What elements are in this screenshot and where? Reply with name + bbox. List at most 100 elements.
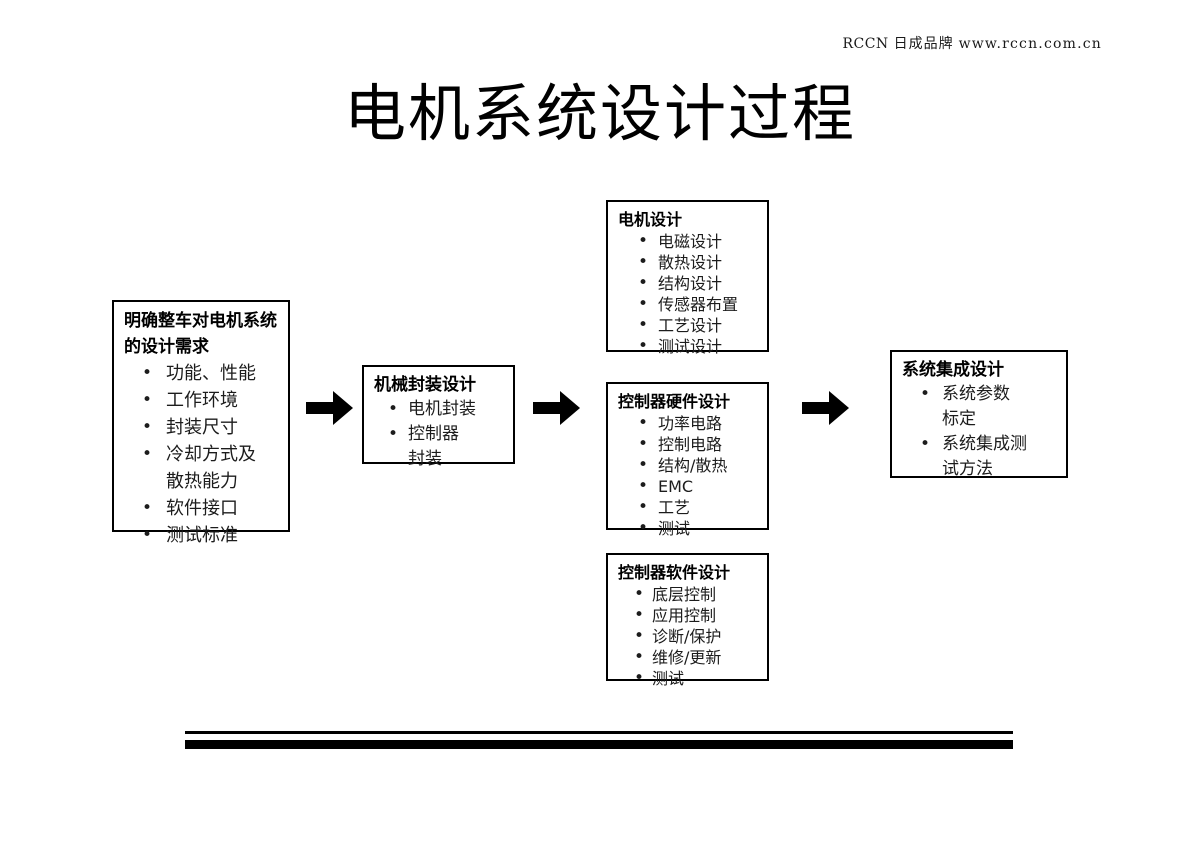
list-item-text: 传感器布置: [658, 295, 739, 314]
bullet-dot-icon: •: [638, 315, 649, 335]
flow-node-system-integration: 系统集成设计 • 系统参数 标定 • 系统集成测 试方法: [890, 350, 1068, 479]
arrow-right-icon-hardware-to-integration: [802, 391, 849, 425]
node-title: 明确整车对电机系统的设计需求: [124, 311, 277, 357]
bullet-dot-icon: •: [638, 252, 649, 272]
node-bullet-list: • 功率电路 • 控制电路 • 结构/散热 • EMC • 工艺 • 测试: [618, 413, 759, 539]
bullet-dot-icon: •: [142, 444, 153, 464]
list-item-text: 结构/散热: [658, 456, 728, 475]
arrow-head: [560, 391, 580, 425]
node-bullet-list: • 功能、性能 • 工作环境 • 封装尺寸 • 冷却方式及 散热能力 • 软件接…: [124, 360, 280, 549]
footer-divider-thin-line: [185, 731, 1013, 734]
list-item-text: 维修/更新: [652, 648, 722, 667]
list-item-text: 工艺: [658, 498, 691, 517]
list-item-text: 测试: [652, 669, 685, 688]
list-item: • EMC: [618, 476, 759, 497]
list-item-text: 控制器: [408, 424, 459, 444]
list-item-text: 工艺设计: [658, 316, 723, 335]
bullet-dot-icon: •: [142, 390, 153, 410]
bullet-dot-icon: •: [388, 424, 399, 444]
node-bullet-list: • 系统参数 标定 • 系统集成测 试方法: [902, 382, 1058, 482]
list-item-text: 测试: [658, 519, 691, 538]
list-item: • 工艺: [618, 497, 759, 518]
bullet-dot-icon: •: [638, 413, 649, 433]
node-title: 控制器硬件设计: [618, 392, 731, 411]
bullet-dot-icon: •: [638, 455, 649, 475]
flow-node-motor-design: 电机设计 • 电磁设计 • 散热设计 • 结构设计 • 传感器布置 • 工艺设计…: [606, 200, 769, 356]
list-item: • 底层控制: [618, 584, 759, 605]
node-title: 电机设计: [618, 210, 683, 229]
list-item: • 结构/散热: [618, 455, 759, 476]
bullet-dot-icon: •: [634, 668, 645, 688]
bullet-dot-icon: •: [142, 498, 153, 518]
list-item-text: 电磁设计: [658, 232, 723, 251]
list-item: • 电机封装: [374, 397, 505, 422]
list-item: • 测试: [618, 518, 759, 539]
arrow-shaft: [306, 402, 334, 414]
bullet-dot-icon: •: [634, 647, 645, 667]
list-item-text: 测试标准: [166, 525, 238, 546]
list-item-text: 冷却方式及: [166, 444, 256, 465]
list-item: • 诊断/保护: [618, 626, 759, 647]
list-item: • 控制器 封装: [374, 422, 505, 472]
arrow-right-icon-requirements-to-mechanical: [306, 391, 353, 425]
flow-node-controller-hardware: 控制器硬件设计 • 功率电路 • 控制电路 • 结构/散热 • EMC • 工艺…: [606, 382, 769, 538]
list-item: • 测试设计: [618, 336, 759, 357]
list-item-text: 软件接口: [166, 498, 238, 519]
list-item: • 结构设计: [618, 273, 759, 294]
flow-node-mechanical-packaging: 机械封装设计 • 电机封装 • 控制器 封装: [362, 365, 515, 469]
list-item: • 功率电路: [618, 413, 759, 434]
list-item-text: 测试设计: [658, 337, 723, 356]
list-item-text-continuation: 标定: [942, 409, 976, 429]
bullet-dot-icon: •: [142, 363, 153, 383]
list-item-text: EMC: [658, 477, 694, 496]
list-item-text: 工作环境: [166, 390, 238, 411]
node-title: 控制器软件设计: [618, 563, 731, 582]
brand-url: www.rccn.com.cn: [958, 36, 1102, 52]
list-item: • 工作环境: [124, 387, 280, 414]
bullet-dot-icon: •: [638, 336, 649, 356]
list-item-text: 系统集成测: [942, 434, 1027, 454]
list-item-text: 底层控制: [652, 585, 717, 604]
bullet-dot-icon: •: [142, 525, 153, 545]
bullet-dot-icon: •: [920, 384, 931, 404]
bullet-dot-icon: •: [638, 273, 649, 293]
list-item: • 封装尺寸: [124, 414, 280, 441]
node-bullet-list: • 电机封装 • 控制器 封装: [374, 397, 505, 472]
list-item: • 冷却方式及 散热能力: [124, 441, 280, 495]
arrow-head: [333, 391, 353, 425]
bullet-dot-icon: •: [638, 294, 649, 314]
list-item-text: 功率电路: [658, 414, 723, 433]
list-item: • 电磁设计: [618, 231, 759, 252]
bullet-dot-icon: •: [634, 626, 645, 646]
bullet-dot-icon: •: [638, 434, 649, 454]
bullet-dot-icon: •: [142, 417, 153, 437]
brand-header: RCCN 日成品牌 www.rccn.com.cn: [842, 33, 1102, 53]
list-item: • 系统集成测 试方法: [902, 432, 1058, 482]
arrow-right-icon-mechanical-to-hardware: [533, 391, 580, 425]
list-item-text: 系统参数: [942, 384, 1010, 404]
brand-code: RCCN: [842, 36, 889, 52]
bullet-dot-icon: •: [638, 497, 649, 517]
node-title: 机械封装设计: [374, 375, 476, 395]
list-item: • 系统参数 标定: [902, 382, 1058, 432]
list-item: • 散热设计: [618, 252, 759, 273]
arrow-shaft: [802, 402, 830, 414]
list-item-text: 应用控制: [652, 606, 717, 625]
bullet-dot-icon: •: [634, 605, 645, 625]
bullet-dot-icon: •: [638, 476, 649, 496]
list-item-text: 控制电路: [658, 435, 723, 454]
list-item-text: 结构设计: [658, 274, 723, 293]
list-item: • 应用控制: [618, 605, 759, 626]
footer-divider: [185, 731, 1013, 751]
bullet-dot-icon: •: [634, 584, 645, 604]
arrow-head: [829, 391, 849, 425]
list-item: • 控制电路: [618, 434, 759, 455]
bullet-dot-icon: •: [388, 399, 399, 419]
brand-name-cn: 日成品牌: [893, 36, 954, 52]
list-item-text-continuation: 试方法: [942, 459, 993, 479]
bullet-dot-icon: •: [638, 518, 649, 538]
bullet-dot-icon: •: [920, 434, 931, 454]
list-item: • 测试标准: [124, 522, 280, 549]
list-item-text: 功能、性能: [166, 363, 256, 384]
node-bullet-list: • 电磁设计 • 散热设计 • 结构设计 • 传感器布置 • 工艺设计 • 测试…: [618, 231, 759, 357]
